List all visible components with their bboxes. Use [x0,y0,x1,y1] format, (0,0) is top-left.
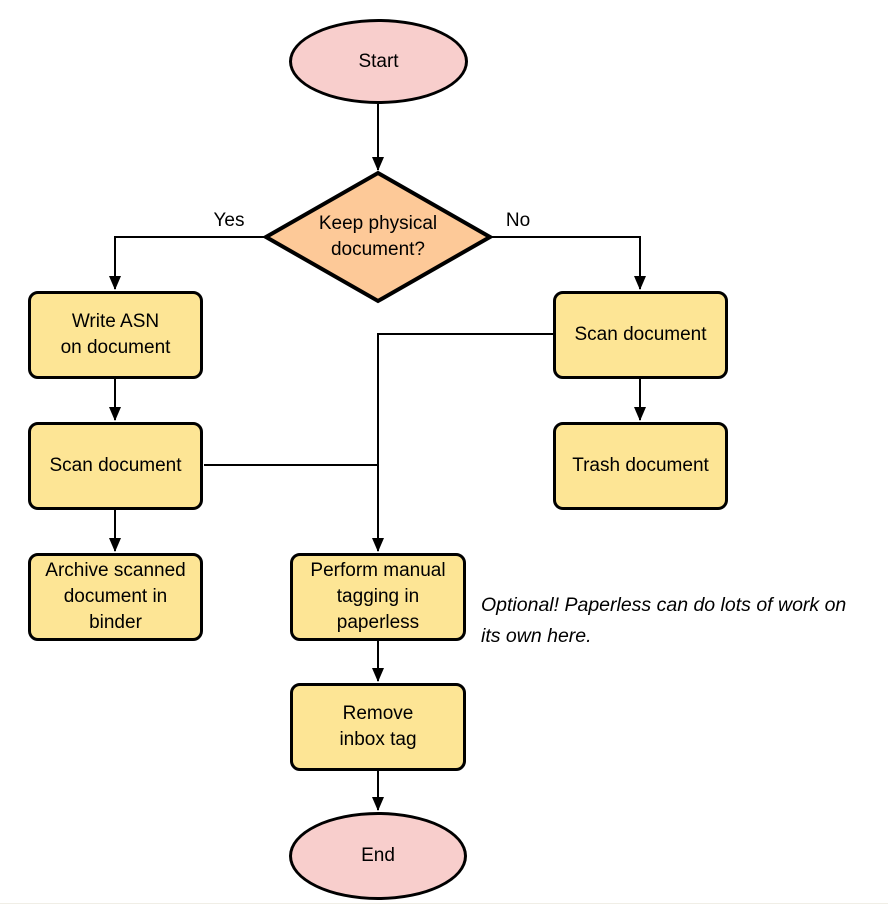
node-trash-document-label: Trash document [572,455,709,476]
node-remove-inbox-tag-label: Remove inbox tag [339,703,417,750]
node-perform-tagging: Perform manual tagging in paperless [290,553,466,641]
edge-label-no: No [505,210,531,231]
node-end: End [289,812,467,900]
edge-decision-to-scan-right [490,236,646,290]
node-start-label: Start [358,50,399,72]
edge-decision-to-write-asn [109,236,266,290]
node-write-asn: Write ASN on document [28,291,203,379]
node-scan-document-left-label: Scan document [49,455,182,476]
node-end-label: End [361,845,395,866]
decision-diamond-shape [261,170,495,304]
node-scan-document-left: Scan document [28,422,203,510]
node-scan-document-right: Scan document [553,291,728,379]
bottom-hairline [0,903,888,904]
edge-scan-right-to-perform-tagging [372,333,553,552]
edge-label-yes: Yes [213,210,245,231]
node-decision-label: Keep physical document? [318,213,438,260]
node-trash-document: Trash document [553,422,728,510]
node-write-asn-label: Write ASN on document [60,311,171,358]
node-archive-scanned-label: Archive scanned document in binder [45,560,186,633]
node-archive-scanned: Archive scanned document in binder [28,553,203,641]
annotation-optional-note: Optional! Paperless can do lots of work … [481,594,847,647]
node-perform-tagging-label: Perform manual tagging in paperless [310,560,446,633]
node-start: Start [289,19,468,104]
node-scan-document-right-label: Scan document [574,324,707,345]
node-remove-inbox-tag: Remove inbox tag [290,683,466,771]
